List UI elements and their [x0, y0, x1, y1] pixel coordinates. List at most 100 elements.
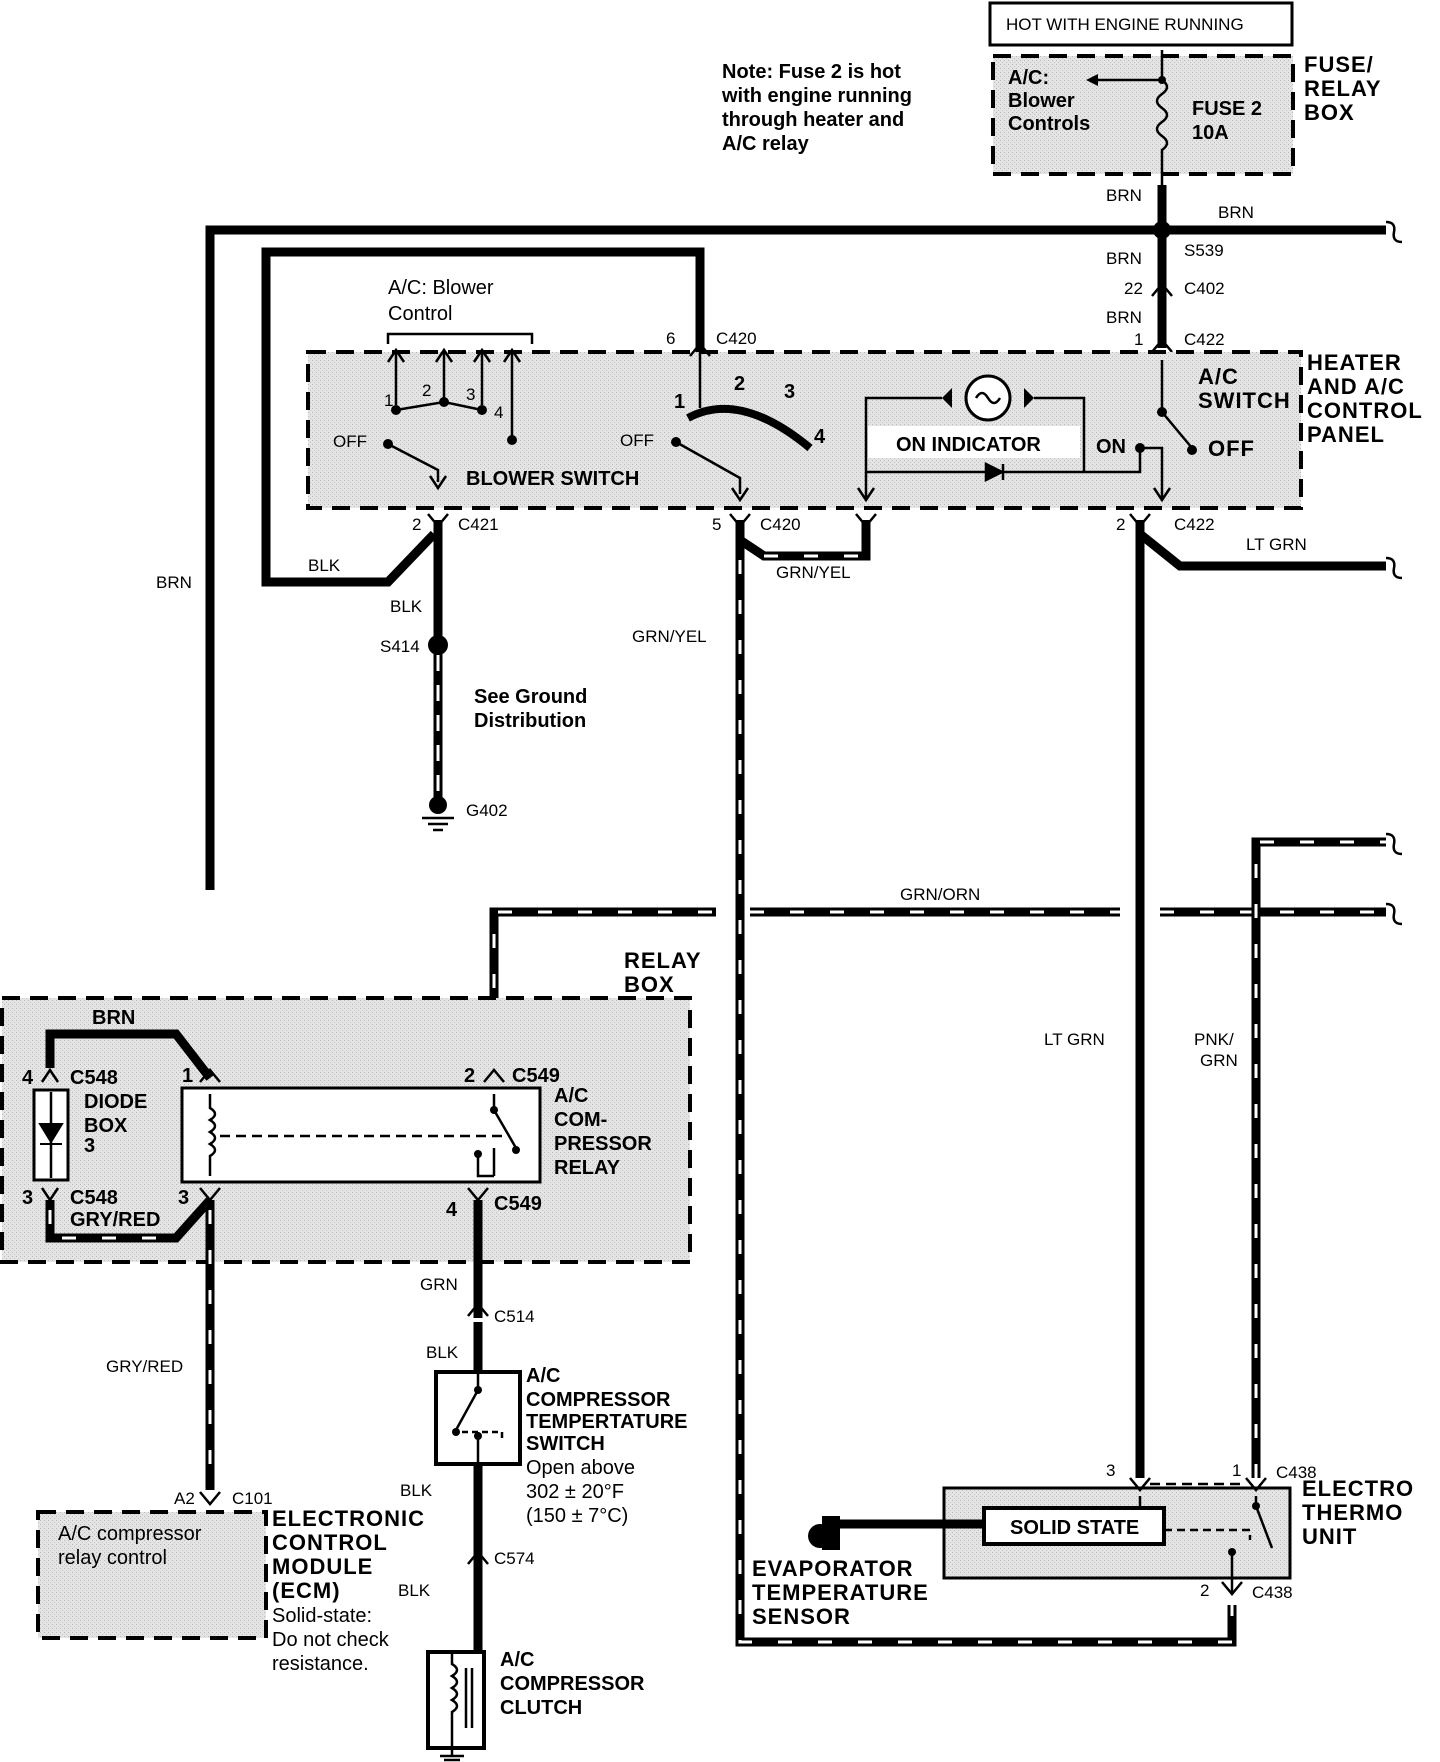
svg-text:COMPRESSOR: COMPRESSOR: [526, 1389, 671, 1411]
c549-label-top: C549: [512, 1065, 560, 1087]
svg-text:TEMPERATURE: TEMPERATURE: [752, 1580, 929, 1605]
svg-text:PANEL: PANEL: [1307, 422, 1385, 447]
ac-switch-contacts: [1140, 360, 1197, 503]
ground-g402-icon: [422, 796, 454, 832]
svg-text:COMPRESSOR: COMPRESSOR: [500, 1673, 645, 1695]
c422-label-bottom: C422: [1174, 515, 1215, 534]
c402-label: C402: [1184, 279, 1225, 298]
svg-text:ELECTRO: ELECTRO: [1302, 1476, 1414, 1501]
svg-text:COM-: COM-: [554, 1109, 607, 1131]
relay-pin1: 1: [182, 1065, 193, 1087]
svg-text:Blower: Blower: [1008, 90, 1075, 112]
connector-c420-top-icon: [689, 342, 711, 357]
svg-text:BOX: BOX: [84, 1115, 128, 1137]
svg-text:UNIT: UNIT: [1302, 1524, 1357, 1549]
ac-switch-wire: [1084, 448, 1142, 474]
ecm-title: ELECTRONIC CONTROL MODULE (ECM): [272, 1506, 424, 1603]
c402-pin: 22: [1124, 279, 1143, 298]
c420-pin6: 6: [666, 329, 675, 348]
wire-label-pnk-grn: PNK/ GRN: [1194, 1030, 1238, 1070]
c420-pin5: 5: [712, 515, 721, 534]
clutch-coil-icon: [449, 1652, 474, 1748]
connector-c548-top-icon: [40, 1067, 60, 1083]
svg-text:A/C compressor: A/C compressor: [58, 1523, 202, 1545]
blower-switch-off: OFF: [620, 431, 654, 450]
svg-text:EVAPORATOR: EVAPORATOR: [752, 1556, 914, 1581]
relay-pin3: 3: [178, 1187, 189, 1209]
connector-c438-pin1-icon: [1245, 1477, 1267, 1492]
c438-label-top: C438: [1276, 1463, 1317, 1482]
svg-text:BOX: BOX: [1304, 100, 1355, 125]
control-panel-box: [306, 350, 1303, 510]
ac-switch-off: OFF: [1208, 436, 1255, 461]
svg-text:BOX: BOX: [624, 972, 675, 997]
c438-pin1: 1: [1232, 1461, 1241, 1480]
svg-text:FUSE 2: FUSE 2: [1192, 98, 1262, 120]
c421-label: C421: [458, 515, 499, 534]
blower-control-bracket: [386, 332, 534, 344]
diode-box-pin3: 3: [84, 1135, 95, 1157]
svg-text:MODULE: MODULE: [272, 1554, 373, 1579]
svg-text:PRESSOR: PRESSOR: [554, 1133, 652, 1155]
svg-text:Open above: Open above: [526, 1457, 635, 1479]
arrow-left-icon: [1086, 74, 1098, 86]
svg-text:10A: 10A: [1192, 122, 1229, 144]
evaporator-sensor-label: EVAPORATOR TEMPERATURE SENSOR: [752, 1556, 929, 1629]
c549-pin2: 2: [464, 1065, 475, 1087]
svg-text:A/C relay: A/C relay: [722, 133, 810, 155]
connector-c402-icon: [1151, 282, 1173, 297]
wire-continuation-icon: [1385, 556, 1403, 580]
svg-text:(ECM): (ECM): [272, 1578, 341, 1603]
blower-switch-pos3: 3: [784, 381, 795, 403]
splice-s414: [428, 635, 448, 655]
hot-label-box: [988, 1, 1294, 47]
svg-text:A/C: Blower: A/C: Blower: [388, 277, 494, 299]
c422-pin1: 1: [1134, 330, 1143, 349]
c548-label-top: C548: [70, 1067, 118, 1089]
svg-text:SWITCH: SWITCH: [526, 1433, 605, 1455]
svg-text:SENSOR: SENSOR: [752, 1604, 851, 1629]
on-indicator-label: ON INDICATOR: [896, 434, 1041, 456]
c421-pin: 2: [412, 515, 421, 534]
on-indicator-bg: [868, 426, 1080, 458]
solid-state-module: [982, 1506, 1166, 1546]
c548-label-bottom: C548: [70, 1187, 118, 1209]
relay-box-title: RELAY BOX: [624, 948, 701, 997]
c422-label-top: C422: [1184, 330, 1225, 349]
c514-label: C514: [494, 1307, 535, 1326]
wire-label-lt-grn-1: LT GRN: [1246, 535, 1307, 554]
left-switch-pos4: 4: [494, 403, 503, 422]
fuse-relay-box-title: FUSE/ RELAY BOX: [1304, 52, 1381, 125]
wire-brn-to-relay: [45, 1029, 214, 1081]
c101-pin: A2: [174, 1489, 195, 1508]
connector-c514-icon: [467, 1302, 489, 1317]
wire-label-brn-1: BRN: [1106, 186, 1142, 205]
wire-label-blk-2: BLK: [390, 597, 423, 616]
svg-text:Distribution: Distribution: [474, 710, 586, 732]
svg-text:A/C: A/C: [1198, 364, 1239, 389]
svg-text:DIODE: DIODE: [84, 1091, 147, 1113]
c422-pin2: 2: [1116, 515, 1125, 534]
wire-blk-loop: [261, 247, 705, 587]
c101-label: C101: [232, 1489, 273, 1508]
svg-text:resistance.: resistance.: [272, 1653, 369, 1675]
control-panel-title: HEATER AND A/C CONTROL PANEL: [1307, 350, 1422, 447]
c548-pin4: 4: [22, 1067, 34, 1089]
wire-label-brn-2: BRN: [1218, 203, 1254, 222]
svg-text:A/C:: A/C:: [1008, 67, 1049, 89]
ecm-box: [36, 1510, 268, 1640]
c548-pin3: 3: [22, 1187, 33, 1209]
wire-label-grn-orn: GRN/ORN: [900, 885, 980, 904]
fuse-relay-box: [991, 54, 1295, 176]
c549-label-bottom: C549: [494, 1193, 542, 1215]
svg-text:PNK/: PNK/: [1194, 1030, 1234, 1049]
indicator-terminal: [856, 472, 876, 503]
electro-thermo-title: ELECTRO THERMO UNIT: [1302, 1476, 1414, 1549]
ac-switch-on: ON: [1096, 436, 1126, 458]
c420-label-bottom: C420: [760, 515, 801, 534]
relay-label: A/C COM- PRESSOR RELAY: [554, 1085, 652, 1179]
clutch-ground-icon: [440, 1748, 464, 1762]
c549-pin4: 4: [446, 1199, 458, 1221]
svg-text:A/C: A/C: [500, 1649, 534, 1671]
svg-text:with engine running: with engine running: [721, 85, 912, 107]
